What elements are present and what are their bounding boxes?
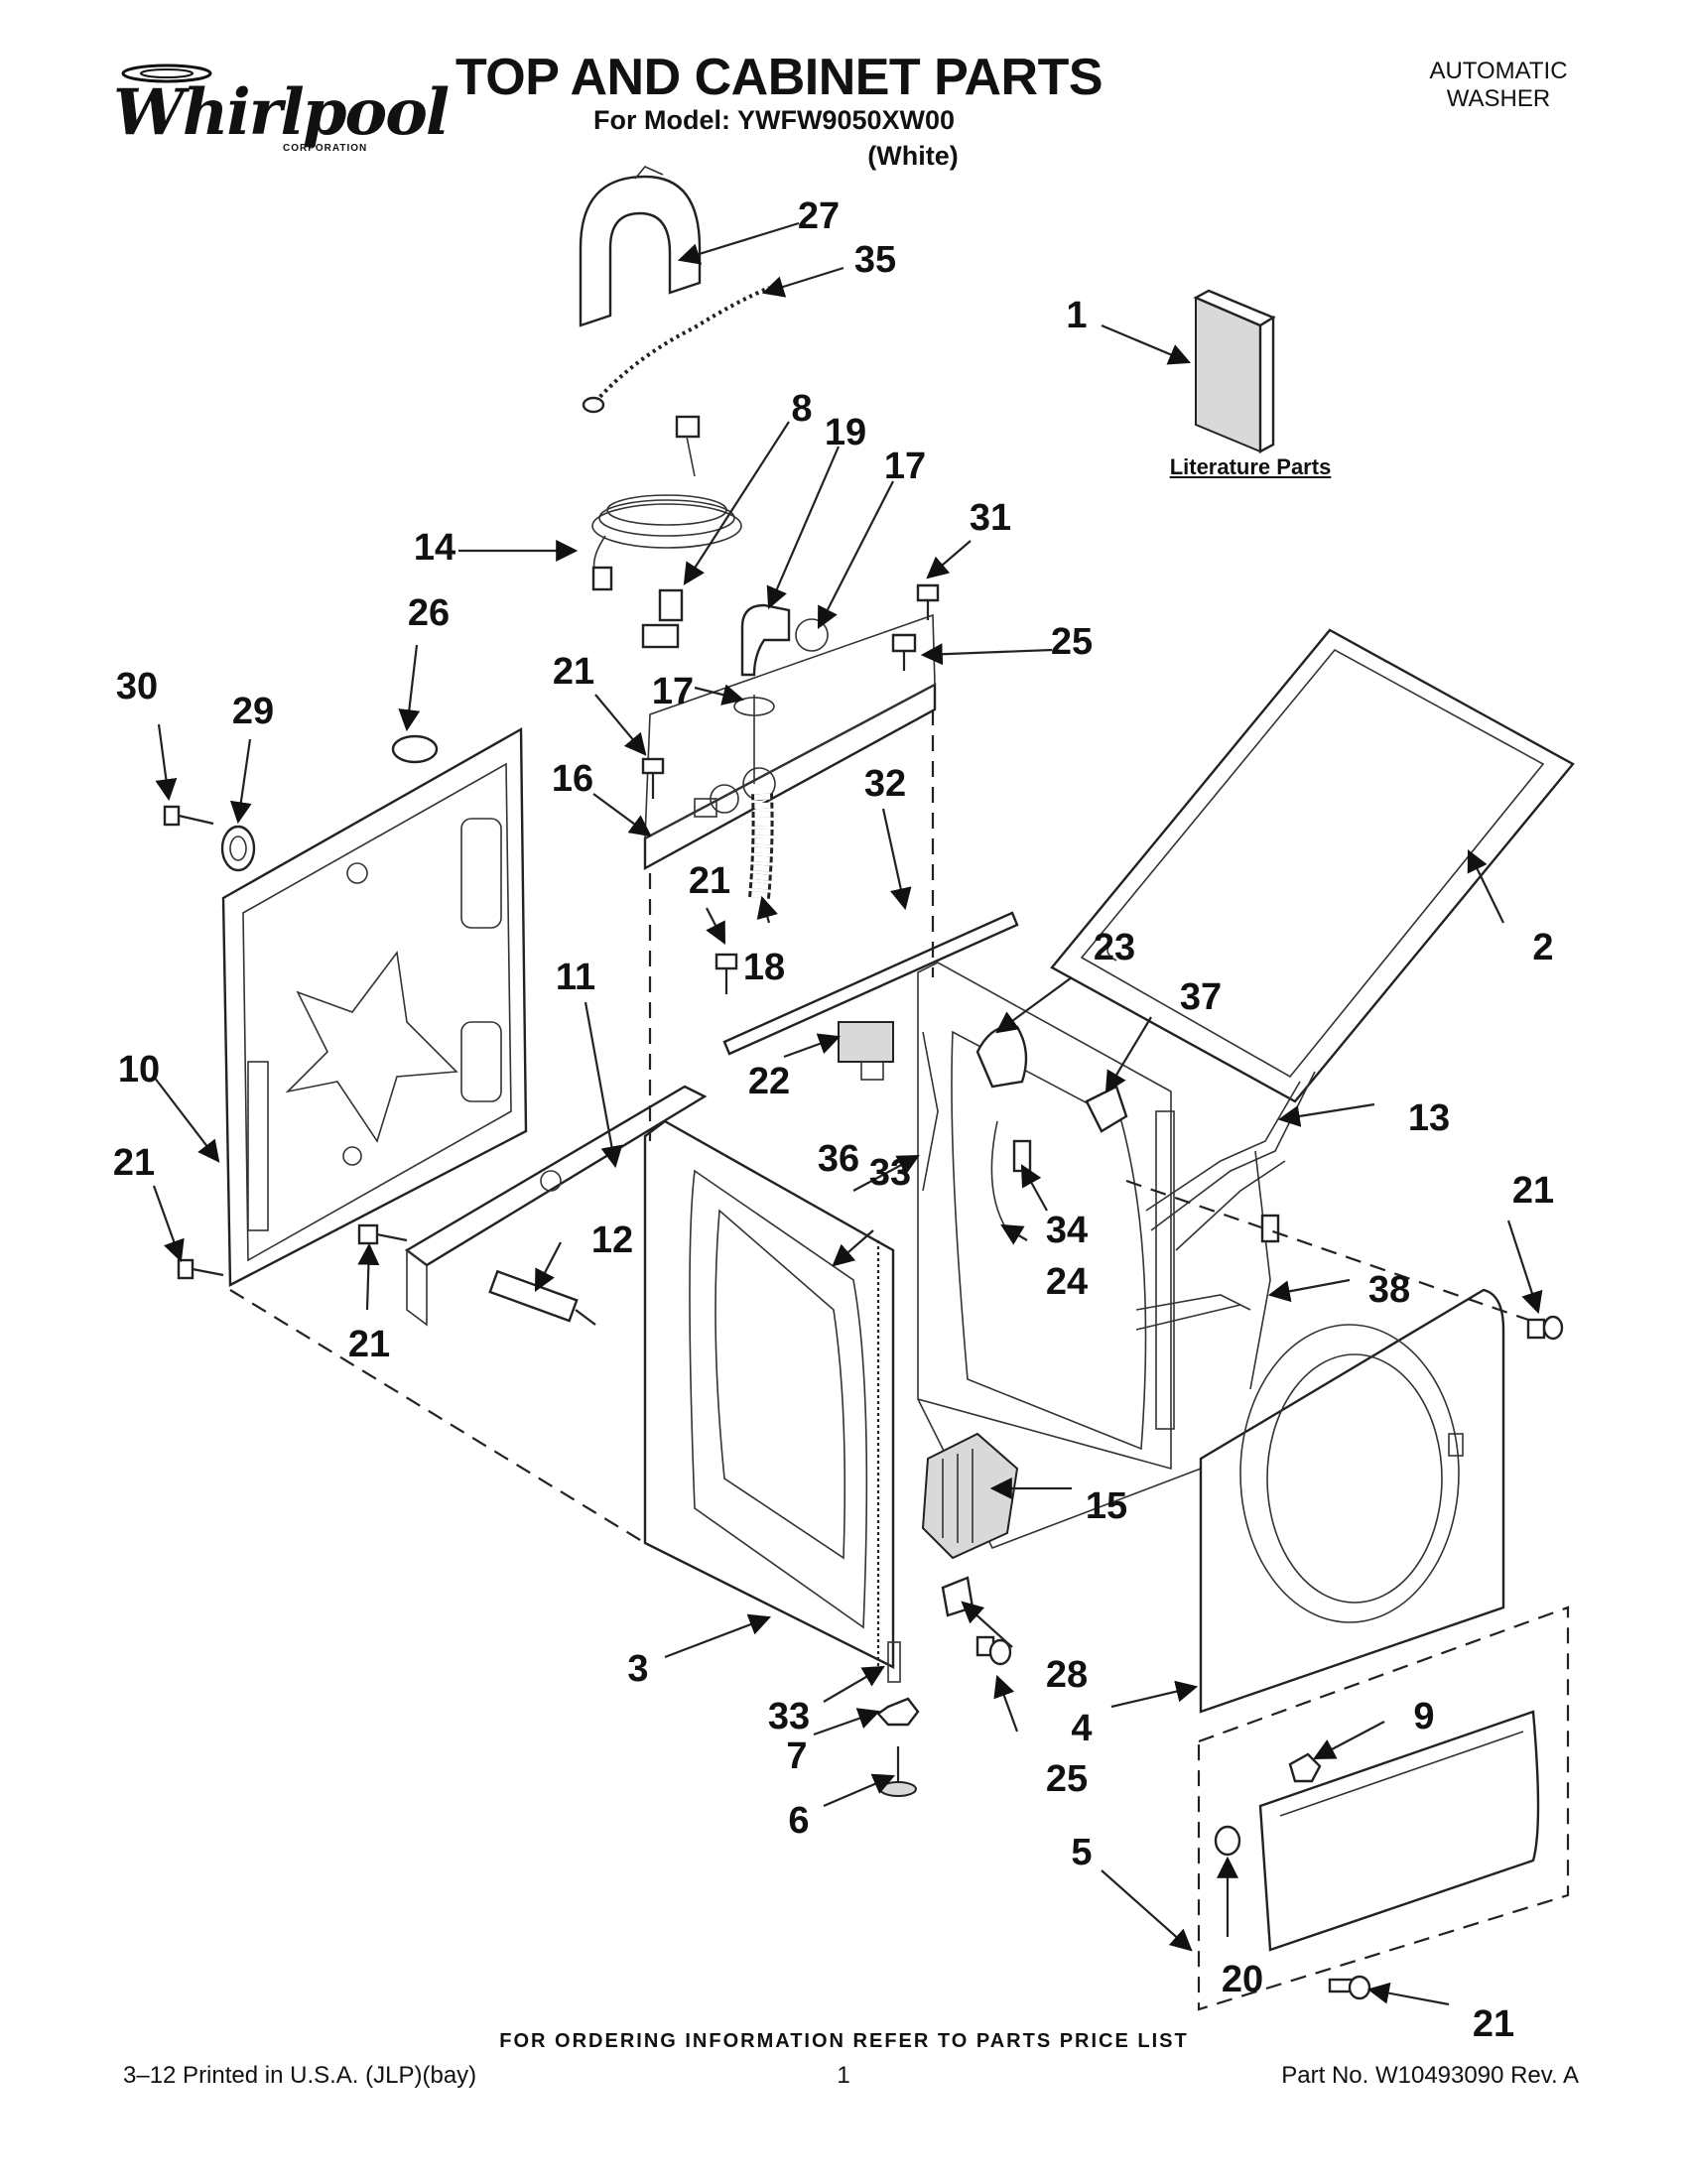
logo-corporation: CORPORATION — [283, 143, 368, 154]
product-line-2: WASHER — [1446, 85, 1551, 112]
leader-arrows — [152, 221, 1543, 2006]
part-number: Part No. W10493090 Rev. A — [1281, 2062, 1579, 2089]
literature-book-part-1 — [1193, 289, 1276, 454]
page-number: 1 — [837, 2062, 850, 2089]
callout-35: 35 — [853, 239, 897, 281]
callout-4: 4 — [1071, 1708, 1093, 1749]
callout-7: 7 — [786, 1735, 808, 1777]
callout-21: 21 — [552, 651, 595, 693]
cabinet-frame — [917, 962, 1202, 1550]
print-info: 3–12 Printed in U.S.A. (JLP)(bay) — [123, 2062, 477, 2089]
callout-8: 8 — [791, 388, 813, 430]
callout-19: 19 — [824, 412, 867, 453]
clip-part-9 — [1288, 1752, 1322, 1783]
rail-part-11 — [404, 1085, 708, 1327]
callout-37: 37 — [1179, 976, 1223, 1018]
bead-chain-part-35 — [582, 286, 770, 414]
callout-15: 15 — [1085, 1485, 1128, 1527]
callout-33-lower: 33 — [767, 1696, 811, 1737]
power-cord-part-14 — [591, 415, 742, 591]
callout-17-lower: 17 — [651, 671, 695, 712]
callout-5: 5 — [1071, 1832, 1093, 1873]
screw-part-21-bottom — [1328, 1975, 1371, 2000]
callout-28: 28 — [1045, 1654, 1089, 1696]
callout-14: 14 — [413, 527, 456, 569]
product-line-1: AUTOMATIC — [1429, 58, 1568, 84]
callout-9: 9 — [1413, 1696, 1435, 1737]
callout-25-lower: 25 — [1045, 1758, 1089, 1800]
wire-harness-13-38 — [1135, 1071, 1316, 1390]
damper-part-12 — [488, 1269, 596, 1326]
hose-bracket-part-27 — [579, 166, 702, 327]
callout-3: 3 — [627, 1648, 649, 1690]
callout-18: 18 — [742, 947, 786, 988]
callout-27: 27 — [797, 195, 841, 237]
callout-38: 38 — [1367, 1269, 1411, 1311]
callout-29: 29 — [231, 691, 275, 732]
kickplate-part-5 — [1258, 1710, 1540, 1952]
oval-plug-part-26 — [391, 734, 439, 764]
control-board-part-15 — [921, 1432, 1019, 1560]
leveling-leg-part-6 — [879, 1746, 917, 1797]
callout-21-left: 21 — [112, 1142, 156, 1184]
callout-21-bottom: 21 — [1472, 2003, 1515, 2045]
callout-12: 12 — [590, 1220, 634, 1261]
screw-part-21-rail — [357, 1223, 408, 1245]
hose-part-18 — [748, 695, 774, 899]
whirlpool-logo: Whirlpool CORPORATION — [109, 58, 450, 157]
nut-part-7 — [876, 1697, 920, 1727]
callout-6: 6 — [788, 1800, 810, 1842]
side-panel-part-3 — [643, 1119, 895, 1669]
screw-part-21-right — [1526, 1315, 1564, 1341]
callout-23: 23 — [1093, 927, 1136, 968]
callout-33: 33 — [868, 1152, 912, 1194]
callout-30: 30 — [115, 666, 159, 707]
screw-part-30 — [163, 805, 214, 827]
callout-1: 1 — [1066, 295, 1088, 336]
screws-31-25 — [891, 583, 940, 671]
product-type: AUTOMATIC WASHER — [1379, 58, 1618, 113]
callout-36: 36 — [817, 1138, 860, 1180]
callout-31: 31 — [969, 497, 1012, 539]
callout-10: 10 — [117, 1049, 161, 1091]
screw-part-21-top — [641, 757, 738, 994]
callout-22: 22 — [747, 1061, 791, 1102]
rear-panel-part-10 — [221, 726, 528, 1287]
bushing-part-29 — [220, 825, 256, 872]
callout-26: 26 — [407, 592, 451, 634]
screw-part-25-bottom — [975, 1635, 1012, 1666]
logo-wordmark: Whirlpool — [113, 75, 450, 150]
bracket-parts-23-37 — [975, 1025, 1128, 1133]
callout-2: 2 — [1532, 927, 1554, 968]
logo-swirl-icon — [121, 64, 212, 83]
top-panel-part-2 — [1050, 628, 1575, 1103]
ordering-note: FOR ORDERING INFORMATION REFER TO PARTS … — [499, 2030, 1189, 2052]
callout-17: 17 — [883, 446, 927, 487]
callout-20: 20 — [1221, 1959, 1264, 2000]
callout-13: 13 — [1407, 1097, 1451, 1139]
pump-part-22 — [838, 1021, 894, 1081]
screw-part-21-left — [177, 1258, 224, 1280]
strip-part-32 — [722, 911, 1019, 1056]
callout-16: 16 — [551, 758, 594, 800]
callout-21-middle: 21 — [688, 860, 731, 902]
console-bracket-part-16 — [643, 613, 937, 871]
model-variant: (White) — [867, 141, 959, 171]
callout-21-rail: 21 — [347, 1324, 391, 1365]
front-panel-part-4 — [1199, 1288, 1505, 1714]
callout-34: 34 — [1045, 1210, 1089, 1251]
callout-32: 32 — [863, 763, 907, 805]
callout-24: 24 — [1045, 1261, 1089, 1303]
callout-11: 11 — [555, 957, 596, 998]
base-parts-28-33 — [887, 1576, 974, 1683]
callout-21-right: 21 — [1511, 1170, 1555, 1212]
page-title: TOP AND CABINET PARTS — [454, 49, 1104, 106]
foot-part-20 — [1214, 1825, 1241, 1857]
assembly-guide-lines — [229, 709, 1570, 2011]
literature-parts-label: Literature Parts — [1169, 454, 1332, 479]
callout-25: 25 — [1050, 621, 1094, 663]
model-line: For Model: YWFW9050XW00 — [592, 105, 956, 135]
